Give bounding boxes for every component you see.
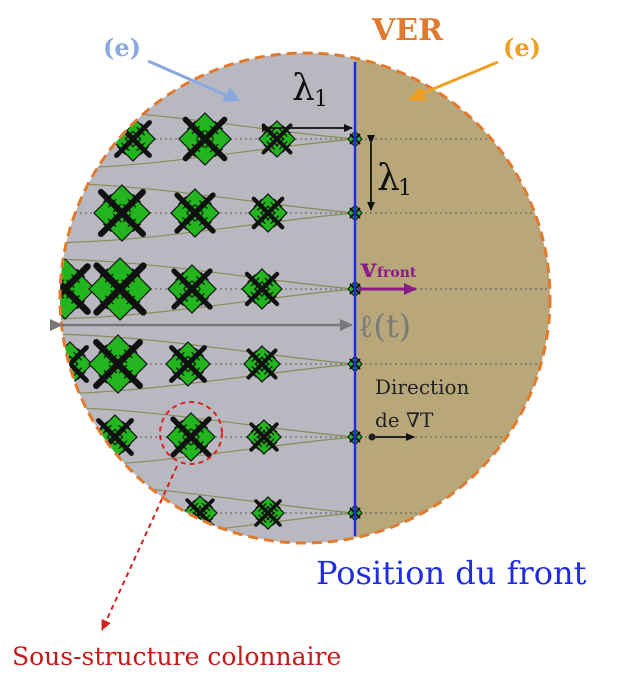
equiaxed-crystal-icon xyxy=(170,188,220,238)
equiaxed-crystal-icon xyxy=(88,334,148,394)
equiaxed-crystal-icon xyxy=(92,414,138,460)
svg-text:λ: λ xyxy=(292,68,315,109)
svg-text:1: 1 xyxy=(398,176,412,201)
equiaxed-crystal-icon xyxy=(248,193,288,233)
lambda-horizontal-label: λ 1 xyxy=(292,68,328,112)
velocity-label: v front xyxy=(360,254,417,284)
front-label: Position du front xyxy=(316,554,587,592)
equiaxed-crystal-icon xyxy=(178,112,232,166)
equiaxed-crystal-icon xyxy=(251,496,285,530)
ver-title: VER xyxy=(371,13,444,48)
equiaxed-crystal-icon xyxy=(60,258,96,320)
svg-text:1: 1 xyxy=(314,87,328,112)
equiaxed-crystal-icon xyxy=(246,419,282,455)
arrow-icon xyxy=(147,59,240,102)
gradient-label-line2: de ∇T xyxy=(375,408,434,432)
equiaxed-crystal-icon xyxy=(165,341,211,387)
equiaxed-crystal-icon xyxy=(93,184,151,242)
equiaxed-crystal-icon xyxy=(167,264,217,314)
equiaxed-crystal-icon xyxy=(88,257,152,321)
label-e-right: (e) xyxy=(503,33,541,62)
equiaxed-crystal-icon xyxy=(243,345,281,383)
arrow-icon xyxy=(408,60,499,101)
substructure-highlight xyxy=(159,401,223,465)
gradient-label-line1: Direction xyxy=(375,375,470,399)
label-e-left: (e) xyxy=(103,33,141,62)
svg-text:λ: λ xyxy=(377,158,400,199)
length-label: ℓ(t) xyxy=(358,307,411,345)
equiaxed-crystal-icon xyxy=(241,268,283,310)
equiaxed-crystal-icon xyxy=(166,412,216,462)
equiaxed-crystal-icon xyxy=(60,341,93,387)
substructure-label: Sous-structure colonnaire xyxy=(12,642,341,671)
lambda-vertical-label: λ 1 xyxy=(377,158,412,201)
ver-boundary xyxy=(58,51,552,545)
equiaxed-crystal-icon xyxy=(258,120,296,158)
svg-text:front: front xyxy=(377,265,417,281)
svg-text:v: v xyxy=(360,254,377,284)
substructure-pointer xyxy=(101,465,178,631)
